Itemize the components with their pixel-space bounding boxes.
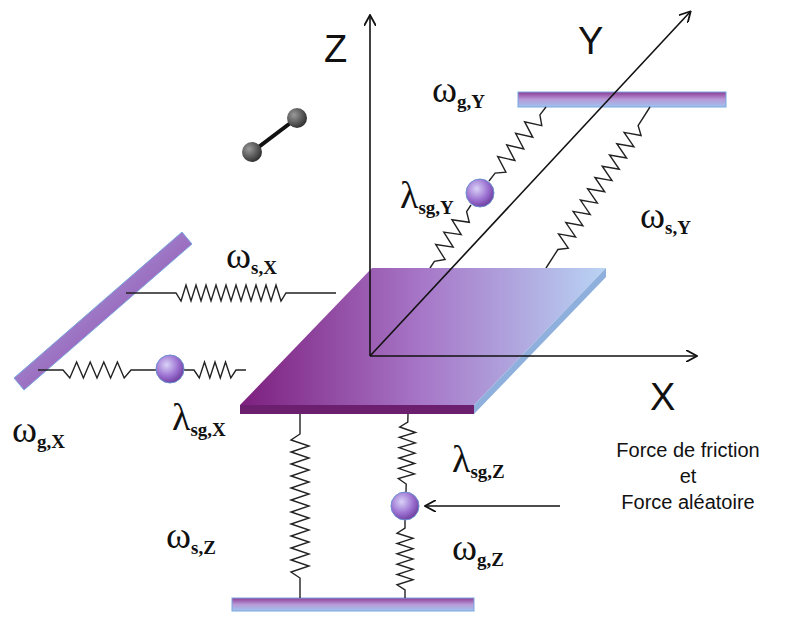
greek-symbol: ω: [640, 196, 665, 234]
spring: [489, 107, 546, 181]
greek-symbol: λ: [172, 398, 190, 436]
subscript: g,Z: [477, 550, 504, 569]
spring: [398, 414, 415, 492]
subscript: sg,Z: [470, 462, 504, 481]
greek-symbol: ω: [12, 410, 37, 448]
symbol-label: ωs,Z: [166, 516, 216, 554]
subscript: s,Z: [191, 538, 216, 557]
symbol-label: λsg,Z: [452, 440, 505, 478]
axis-label: Y: [578, 22, 603, 60]
subscript: s,X: [251, 258, 277, 277]
symbol-label: λsg,Y: [400, 176, 454, 214]
force-note: Force de friction: [616, 440, 759, 460]
force-note: et: [680, 466, 697, 486]
greek-symbol: ω: [226, 236, 251, 274]
spring: [184, 362, 246, 378]
subscript: g,X: [37, 432, 65, 451]
greek-symbol: ω: [166, 516, 191, 554]
force-note: Force aléatoire: [621, 492, 754, 512]
spring: [546, 107, 650, 268]
greek-symbol: λ: [452, 440, 470, 478]
symbol-label: ωg,Y: [432, 70, 485, 108]
symbol-label: ωg,X: [12, 410, 65, 448]
greek-symbol: ω: [452, 528, 477, 566]
symbol-label: λsg,X: [172, 398, 226, 436]
subscript: sg,X: [190, 420, 225, 439]
symbol-label: ωs,X: [226, 236, 277, 274]
spring: [397, 520, 413, 598]
subscript: sg,Y: [418, 198, 453, 217]
spring: [38, 362, 156, 378]
symbol-label: ωs,Y: [640, 196, 691, 234]
greek-symbol: λ: [400, 176, 418, 214]
spring: [291, 414, 309, 598]
subscript: s,Y: [665, 218, 691, 237]
axis-label: X: [650, 378, 675, 416]
subscript: g,Y: [457, 92, 485, 111]
symbol-label: ωg,Z: [452, 528, 504, 566]
axis-label: Z: [324, 30, 347, 68]
greek-symbol: ω: [432, 70, 457, 108]
spring: [126, 285, 336, 301]
